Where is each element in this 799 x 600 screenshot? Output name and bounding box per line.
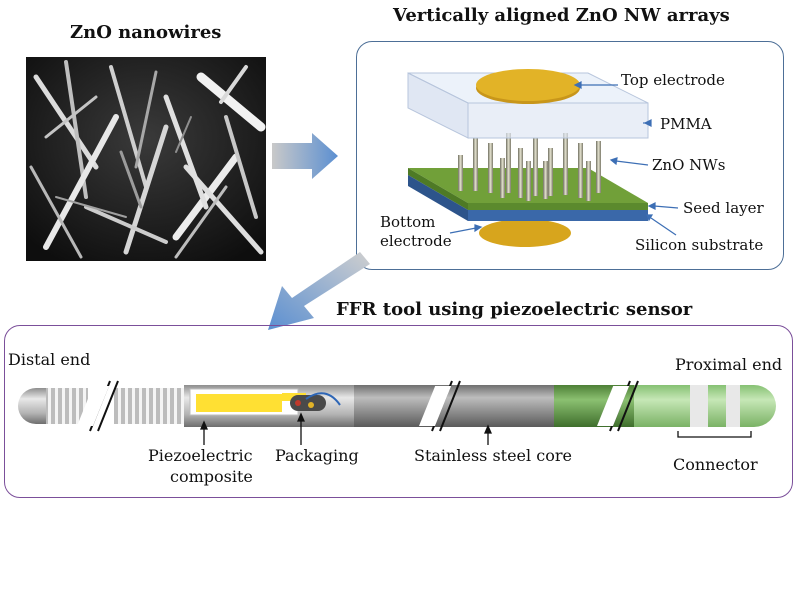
label-zno-nws: ZnO NWs — [652, 156, 726, 174]
label-connector: Connector — [673, 455, 758, 474]
label-piezo-line1: Piezoelectric — [148, 446, 253, 465]
label-bottom-electrode-line2: electrode — [380, 232, 452, 250]
nw-title: Vertically aligned ZnO NW arrays — [393, 5, 730, 26]
label-pmma: PMMA — [660, 115, 712, 133]
label-piezo-line2: composite — [170, 467, 253, 486]
right-arrow-icon — [272, 133, 338, 179]
connector-bracket — [677, 431, 752, 438]
label-seed-layer: Seed layer — [683, 199, 764, 217]
label-distal-end: Distal end — [8, 350, 91, 369]
bottom-electrode-disc — [479, 219, 571, 247]
coil-section-2 — [114, 388, 184, 424]
ffr-tool-frame — [4, 325, 793, 498]
proximal-tip — [754, 385, 776, 427]
label-top-electrode: Top electrode — [621, 71, 725, 89]
sem-title: ZnO nanowires — [70, 22, 222, 43]
stainless-steel-core — [354, 385, 554, 427]
zno-nanowires — [458, 133, 601, 201]
label-bottom-electrode-line1: Bottom — [380, 213, 436, 231]
ffr-guidewire-illustration — [18, 380, 776, 445]
ffr-title: FFR tool using piezoelectric sensor — [336, 299, 693, 320]
top-electrode-disc — [476, 69, 580, 101]
nw-array-illustration — [407, 69, 679, 247]
silicon-substrate-layer — [468, 210, 648, 221]
nanowire-micrograph — [26, 57, 266, 261]
sem-image — [26, 57, 266, 261]
packaging-element — [290, 395, 326, 411]
label-packaging: Packaging — [275, 446, 359, 465]
distal-tip — [18, 388, 46, 424]
label-silicon-substrate: Silicon substrate — [635, 236, 764, 254]
diagonal-arrow-icon — [268, 252, 370, 330]
label-stainless-core: Stainless steel core — [414, 446, 572, 465]
label-proximal-end: Proximal end — [675, 355, 783, 374]
piezoelectric-composite-block — [196, 394, 282, 412]
nw-array-frame — [356, 41, 784, 270]
